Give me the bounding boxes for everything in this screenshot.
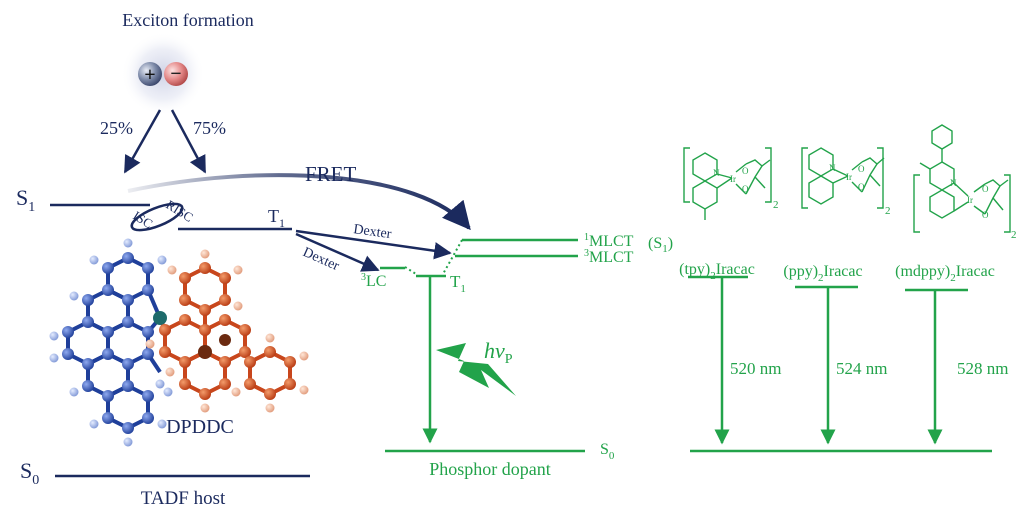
- host-t1-label: T1: [268, 206, 285, 230]
- dexter-lower-label: Dexter: [300, 245, 341, 274]
- ppy-n-atom: N: [829, 163, 836, 173]
- triplet-branch-arrow: [170, 109, 207, 174]
- hole-ball: [138, 62, 162, 86]
- fret-label: FRET: [305, 162, 357, 186]
- dopant-caption: Phosphor dopant: [429, 459, 551, 479]
- host-caption: TADF host: [141, 488, 226, 509]
- dexter-lower-arrow: [295, 232, 380, 272]
- dopant-s1-label: (S1): [648, 235, 673, 255]
- electron-ball: [164, 62, 188, 86]
- electron-minus-symbol: −: [170, 63, 181, 85]
- dexter-upper-arrow: [295, 229, 452, 260]
- tpy-o-atom-upper: O: [742, 166, 749, 176]
- mdppy-o-atom-lower: O: [982, 210, 989, 220]
- mlct1-label: 1MLCT: [584, 232, 634, 250]
- singlet-percent: 25%: [100, 118, 133, 138]
- emitter-structure-labels: N Ir O O 2 N Ir O O 2 N Ir O O 2: [713, 163, 1017, 241]
- emitter-tpy-name: (tpy)2Iracac: [679, 261, 755, 282]
- mdppy-bracket-sub: 2: [1011, 229, 1017, 241]
- emitter-tpy: (tpy)2Iracac 520 nm: [679, 261, 781, 445]
- phosphor-dopant: 1MLCT 3MLCT (S1) 3LC T1 hνP S0 Phosphor …: [361, 232, 673, 479]
- emitter-mdppy: (mdppy)2Iracac 528 nm: [895, 263, 1008, 445]
- mdppy-n-atom: N: [950, 178, 957, 188]
- lc3-label: 3LC: [361, 272, 386, 290]
- mdppy-structure-image: [913, 124, 1011, 233]
- fret-arrow: [127, 173, 471, 231]
- exciton-glow: [121, 32, 205, 116]
- mdppy-o-atom-upper: O: [982, 184, 989, 194]
- tpy-bracket-sub: 2: [773, 199, 779, 211]
- exciton-title: Exciton formation: [122, 10, 253, 30]
- dopant-t1-label: T1: [450, 272, 466, 295]
- emitter-ppy-wavelength: 524 nm: [836, 359, 887, 378]
- lightning-bolt-icon: [436, 343, 516, 396]
- emitter-mdppy-name: (mdppy)2Iracac: [895, 263, 995, 284]
- tpy-n-atom: N: [713, 168, 720, 178]
- emitter-structures: [683, 124, 1011, 233]
- dpddc-molecule-image: DPDDC: [49, 238, 309, 447]
- exciton-formation: Exciton formation + − 25% 75%: [100, 10, 254, 174]
- tpy-ir-atom: Ir: [730, 174, 736, 184]
- ppy-o-atom-upper: O: [858, 164, 865, 174]
- tpy-o-atom-lower: O: [742, 184, 749, 194]
- ppy-o-atom-lower: O: [858, 182, 865, 192]
- emitter-tpy-wavelength: 520 nm: [730, 359, 781, 378]
- isc-risc-loop: [130, 202, 184, 232]
- host-s0-label: S0: [20, 458, 39, 488]
- hole-plus-symbol: +: [144, 64, 155, 86]
- dexter-upper-label: Dexter: [352, 222, 392, 242]
- ppy-bracket-sub: 2: [885, 205, 891, 217]
- host-s1-label: S1: [16, 185, 35, 215]
- mlct-dotted-connector: [442, 239, 463, 275]
- lc-dotted-connector: [404, 266, 417, 275]
- dopant-s0-label: S0: [600, 441, 615, 462]
- tpy-structure-image: [683, 147, 772, 220]
- photon-label: hνP: [484, 338, 513, 367]
- mdppy-ir-atom: Ir: [967, 195, 973, 205]
- ppy-structure-image: [801, 147, 885, 209]
- molecule-name: DPDDC: [166, 416, 234, 438]
- ppy-ir-atom: Ir: [846, 172, 852, 182]
- emitter-ppy: (ppy)2Iracac 524 nm: [783, 263, 887, 445]
- emitter-mdppy-wavelength: 528 nm: [957, 359, 1008, 378]
- triplet-percent: 75%: [193, 118, 226, 138]
- emitter-ppy-name: (ppy)2Iracac: [783, 263, 862, 284]
- mlct3-label: 3MLCT: [584, 248, 634, 266]
- singlet-branch-arrow: [123, 109, 162, 174]
